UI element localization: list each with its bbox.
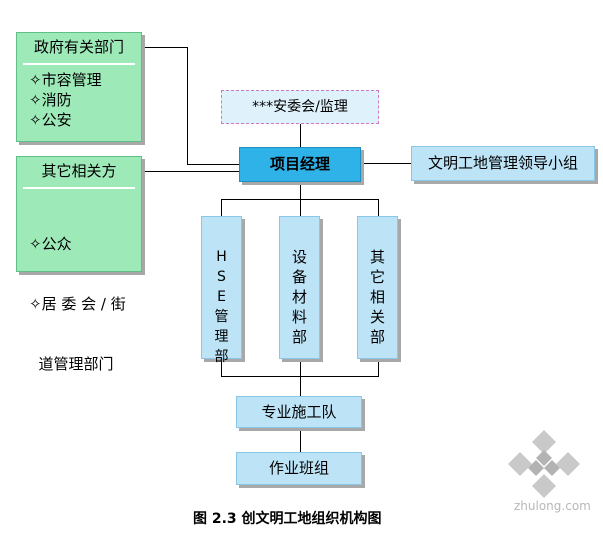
connector-gov-horizontal <box>142 47 188 48</box>
others-panel: 其它相关方 ✧公众 ✧居 委 会 / 街 道管理部门 <box>16 156 142 373</box>
others-item-street: 道管理部门 <box>29 355 114 373</box>
government-item-city-management: ✧市容管理 <box>29 71 102 89</box>
connector-bottom-left <box>221 359 222 376</box>
connector-to-construction <box>300 376 301 396</box>
government-panel: 政府有关部门 ✧市容管理 ✧消防 ✧公安 <box>16 32 142 142</box>
government-title: 政府有关部门 <box>33 38 124 56</box>
equipment-department-label: 设备材料部 <box>291 248 307 346</box>
connector-gov-vertical <box>187 47 188 164</box>
government-item-police: ✧公安 <box>29 111 72 129</box>
connector-bottom-right <box>378 359 379 376</box>
connector-top-right <box>378 199 379 216</box>
connector-to-workteam <box>300 428 301 452</box>
figure-caption: 图 2.3 创文明工地组织机构图 <box>193 511 382 527</box>
hse-department-box: HSE管理部 <box>201 216 242 365</box>
others-item-committee: ✧居 委 会 / 街 <box>29 295 126 313</box>
connector-top-left <box>221 199 222 216</box>
government-divider <box>23 63 135 65</box>
construction-team-box: 专业施工队 <box>236 396 362 428</box>
leading-group-box: 文明工地管理领导小组 <box>411 146 595 181</box>
work-team-label: 作业班组 <box>268 459 329 477</box>
government-item-fire: ✧消防 <box>29 91 72 109</box>
leading-group-label: 文明工地管理领导小组 <box>427 154 578 172</box>
hse-department-label: HSE管理部 <box>214 249 229 365</box>
safety-committee-box: ***安委会/监理 <box>221 90 379 124</box>
safety-committee-label: ***安委会/监理 <box>252 99 348 115</box>
connector-gov-to-manager <box>187 164 239 165</box>
project-manager-box: 项目经理 <box>239 147 361 182</box>
work-team-box: 作业班组 <box>236 452 362 485</box>
others-divider <box>23 187 135 189</box>
watermark-text: zhulong.com <box>514 499 591 513</box>
connector-committee <box>300 124 301 147</box>
others-item-public: ✧公众 <box>29 235 72 253</box>
other-department-box: 其它相关部 <box>357 216 398 359</box>
construction-team-label: 专业施工队 <box>261 403 337 421</box>
connector-manager-to-group <box>361 163 411 164</box>
connector-top-mid <box>300 199 301 216</box>
connector-manager-down <box>300 182 301 200</box>
others-title: 其它相关方 <box>41 162 117 180</box>
project-manager-label: 项目经理 <box>269 155 330 173</box>
equipment-department-box: 设备材料部 <box>279 216 320 359</box>
other-department-label: 其它相关部 <box>369 248 385 346</box>
connector-bottom-mid <box>300 359 301 376</box>
zhulong-logo-icon <box>508 430 580 498</box>
connector-others-horizontal <box>142 171 239 172</box>
